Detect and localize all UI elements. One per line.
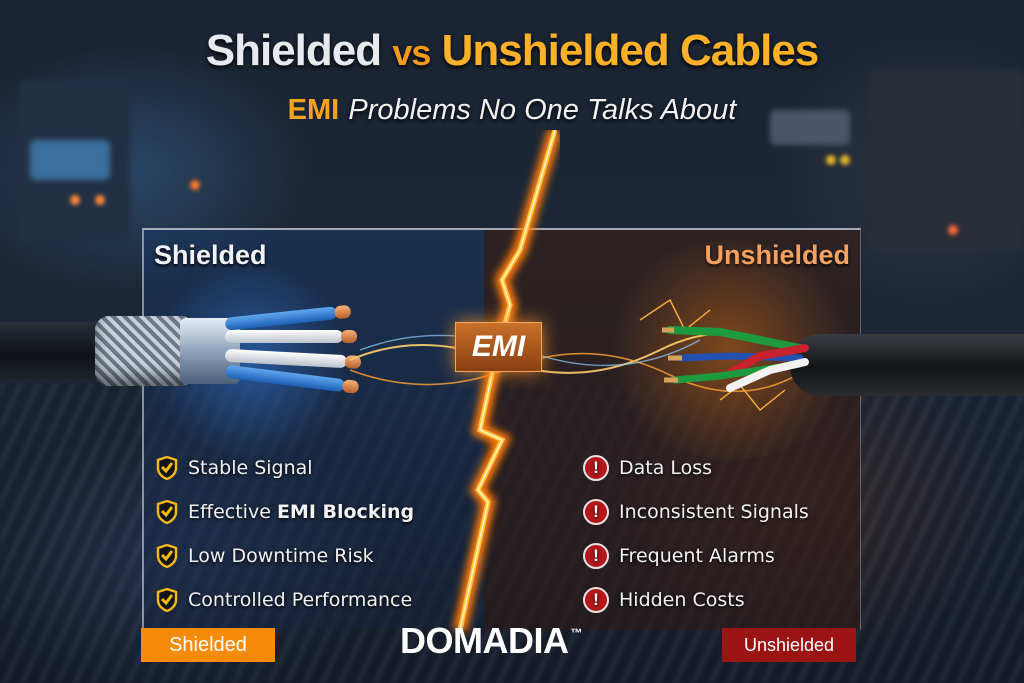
background-led [948,225,958,235]
title-unshielded-cables: Unshielded Cables [441,26,820,75]
comparison-panel: Shielded Unshielded [142,228,861,630]
warning-exclamation-icon: ! [583,587,609,613]
unshielded-problems-list: ! Data Loss ! Inconsistent Signals ! Fre… [583,446,809,622]
background-led [95,195,105,205]
list-item: ! Inconsistent Signals [583,490,809,534]
background-screen-left [30,140,110,180]
background-led [826,155,836,165]
list-item: Low Downtime Risk [156,534,414,578]
emi-badge-label: EMI [471,330,526,363]
page-subtitle: EMI Problems No One Talks About [0,92,1024,127]
unshielded-heading: Unshielded [704,240,850,271]
trademark-symbol: ™ [570,626,582,640]
list-item: Effective EMI Blocking [156,490,414,534]
unshielded-tag: Unshielded [722,628,856,662]
list-item: ! Frequent Alarms [583,534,809,578]
problem-text: Inconsistent Signals [619,501,809,523]
emi-badge: EMI [455,322,542,372]
title-shielded: Shielded [205,26,382,75]
shield-check-icon [156,544,178,568]
background-led [70,195,80,205]
warning-exclamation-icon: ! [583,455,609,481]
background-rack-right [870,70,1024,250]
shield-check-icon [156,588,178,612]
list-item: Controlled Performance [156,578,414,622]
background-led [840,155,850,165]
title-vs: vs [392,32,431,73]
cable-jacket-black [790,334,1024,396]
subtitle-text: Problems No One Talks About [348,94,737,126]
benefit-text: Stable Signal [188,457,313,479]
page-title: Shielded vs Unshielded Cables [0,26,1024,76]
warning-exclamation-icon: ! [583,499,609,525]
shielded-heading: Shielded [154,240,267,270]
shield-check-icon [156,500,178,524]
benefit-text-bold: EMI Blocking [276,501,415,523]
benefit-text: Low Downtime Risk [188,545,374,567]
background-led [190,180,200,190]
shielded-benefits-list: Stable Signal Effective EMI Blocking Low… [156,446,414,622]
subtitle-emi: EMI [287,94,340,126]
list-item: ! Data Loss [583,446,809,490]
warning-exclamation-icon: ! [583,543,609,569]
colored-wires [662,326,809,392]
benefit-text: Effective [188,501,277,523]
problem-text: Data Loss [619,457,713,479]
shielded-side [144,230,484,630]
background-panel-mid [770,110,850,145]
problem-text: Frequent Alarms [619,545,775,567]
brand-name: DOMADIA [400,620,569,661]
list-item: ! Hidden Costs [583,578,809,622]
shielded-tag: Shielded [141,628,275,662]
wire-white [225,330,357,343]
list-item: Stable Signal [156,446,414,490]
braided-shield [95,316,195,386]
problem-text: Hidden Costs [619,589,745,611]
benefit-text: Controlled Performance [188,589,413,611]
shield-check-icon [156,456,178,480]
